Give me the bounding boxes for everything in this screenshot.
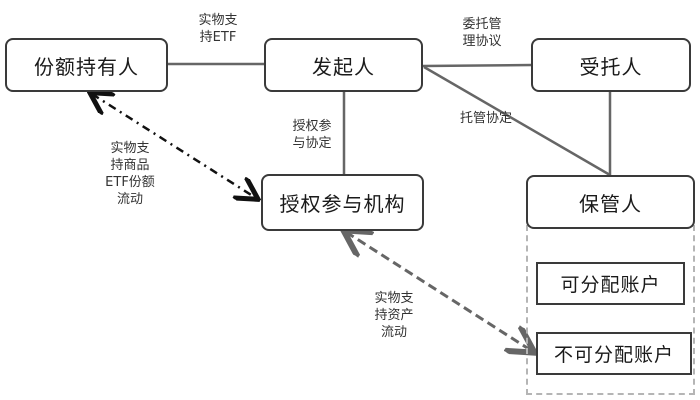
label-sponsor-custodian: 托管协定 — [459, 111, 512, 126]
edge-holder-ap-flow — [92, 94, 256, 198]
edge-sponsor-trustee — [422, 63, 533, 68]
node-share-holder: 份额持有人 — [5, 38, 168, 92]
label-sponsor-ap: 授权参 与协定 — [292, 119, 332, 151]
node-authorized-participant: 授权参与机构 — [261, 174, 424, 231]
label-ap-account-flow: 实物支 持资产 流动 — [374, 291, 414, 340]
node-sponsor: 发起人 — [264, 38, 423, 92]
node-allocated-account: 可分配账户 — [536, 262, 685, 305]
node-custodian: 保管人 — [526, 175, 695, 229]
label-holder-sponsor: 实物支 持ETF — [198, 13, 238, 45]
label-holder-ap-flow: 实物支 持商品 ETF份额 流动 — [105, 141, 155, 207]
edge-sponsor-custodian — [423, 65, 611, 177]
node-unallocated-account: 不可分配账户 — [536, 332, 692, 375]
edge-ap-account-flow — [346, 232, 532, 351]
node-trustee: 受托人 — [531, 38, 691, 92]
label-sponsor-trustee: 委托管 理协议 — [462, 17, 502, 49]
